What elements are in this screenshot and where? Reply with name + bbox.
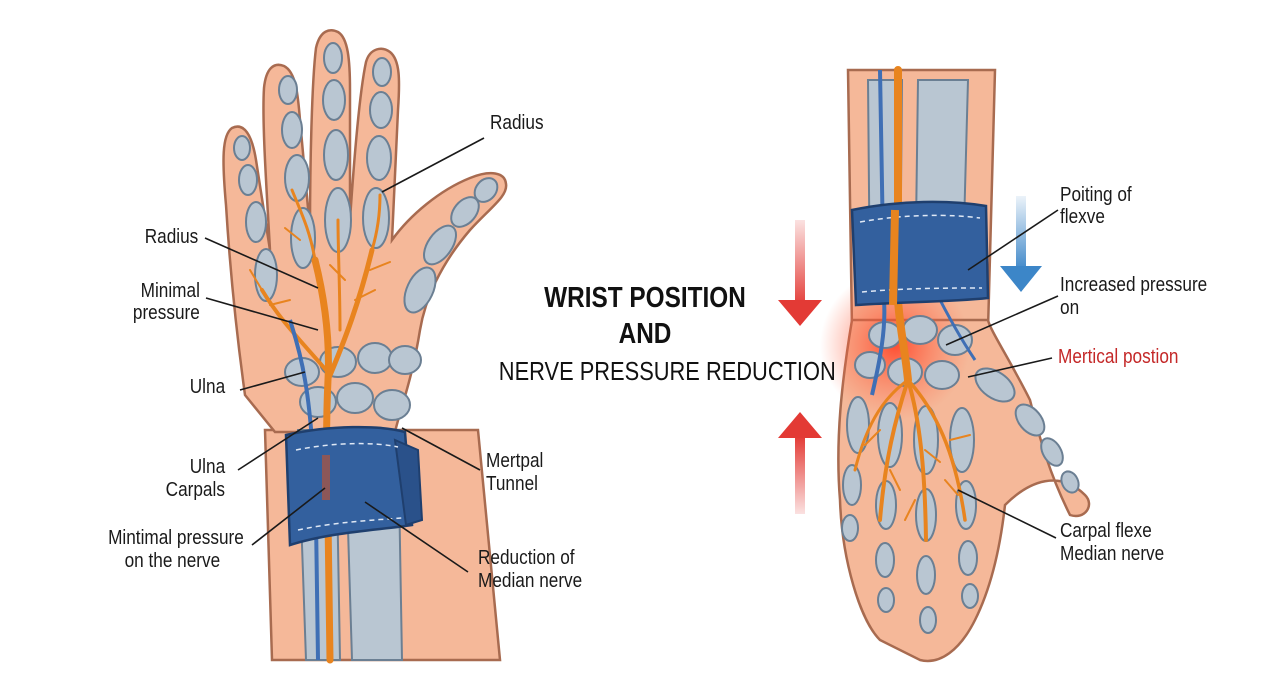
leader-lines xyxy=(204,137,1059,573)
label-increased-pressure-2: on xyxy=(1060,297,1080,319)
label-poiting-1: Poiting of xyxy=(1060,184,1132,206)
right-hand-illustration xyxy=(820,66,1091,663)
label-radius-top: Radius xyxy=(490,112,544,134)
title-line-2: AND xyxy=(618,318,672,350)
label-minimal-pressure-1: Minimal xyxy=(140,280,200,302)
label-mertpal-tunnel-1: Mertpal xyxy=(486,450,544,472)
label-mertical-position: Mertical postion xyxy=(1058,346,1179,368)
label-minimal-pressure-2: pressure xyxy=(133,302,200,324)
label-increased-pressure-1: Increased pressure xyxy=(1060,274,1208,296)
red-arrow-down-shaft xyxy=(795,220,805,308)
label-ulna-carpals-1: Ulna xyxy=(189,456,225,478)
label-radius: Radius xyxy=(144,226,198,248)
label-carpal-flexe-1: Carpal flexe xyxy=(1060,520,1152,542)
label-mertpal-tunnel-2: Tunnel xyxy=(486,473,538,495)
label-mintimal-pressure-1: Mintimal pressure xyxy=(108,527,244,549)
label-carpal-flexe-2: Median nerve xyxy=(1060,543,1165,565)
label-poiting-2: flexve xyxy=(1060,206,1105,228)
label-ulna-carpals-2: Carpals xyxy=(165,479,225,501)
label-reduction-1: Reduction of xyxy=(478,547,575,569)
left-hand-illustration xyxy=(222,29,508,664)
red-arrow-up-shaft xyxy=(795,436,805,514)
label-mintimal-pressure-2: on the nerve xyxy=(124,550,220,572)
title-line-3: NERVE PRESSURE REDUCTION xyxy=(498,356,836,386)
label-reduction-2: Median nerve xyxy=(478,570,583,592)
red-arrow-up-head xyxy=(778,412,822,438)
title-line-1: WRIST POSITION xyxy=(544,282,746,314)
label-ulna: Ulna xyxy=(189,376,225,398)
blue-arrow-down-head xyxy=(1000,266,1042,292)
red-arrow-down-head xyxy=(778,300,822,326)
